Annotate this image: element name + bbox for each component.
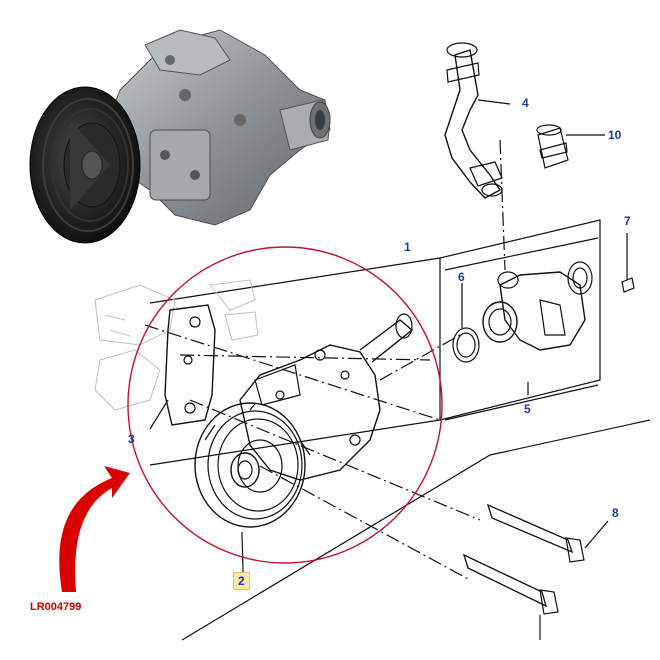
- callout-7: 7: [624, 214, 631, 228]
- callout-2: 2: [233, 572, 250, 590]
- highlight-circle: [127, 246, 443, 564]
- callout-4: 4: [522, 96, 529, 110]
- callout-10: 10: [608, 128, 622, 142]
- red-curved-arrow-icon: [59, 466, 130, 592]
- part-number-label: LR004799: [30, 601, 82, 613]
- callout-5: 5: [524, 402, 531, 416]
- callout-8: 8: [612, 506, 619, 520]
- callout-1: 1: [404, 240, 411, 254]
- callout-3: 3: [128, 432, 135, 446]
- callout-6: 6: [458, 270, 465, 284]
